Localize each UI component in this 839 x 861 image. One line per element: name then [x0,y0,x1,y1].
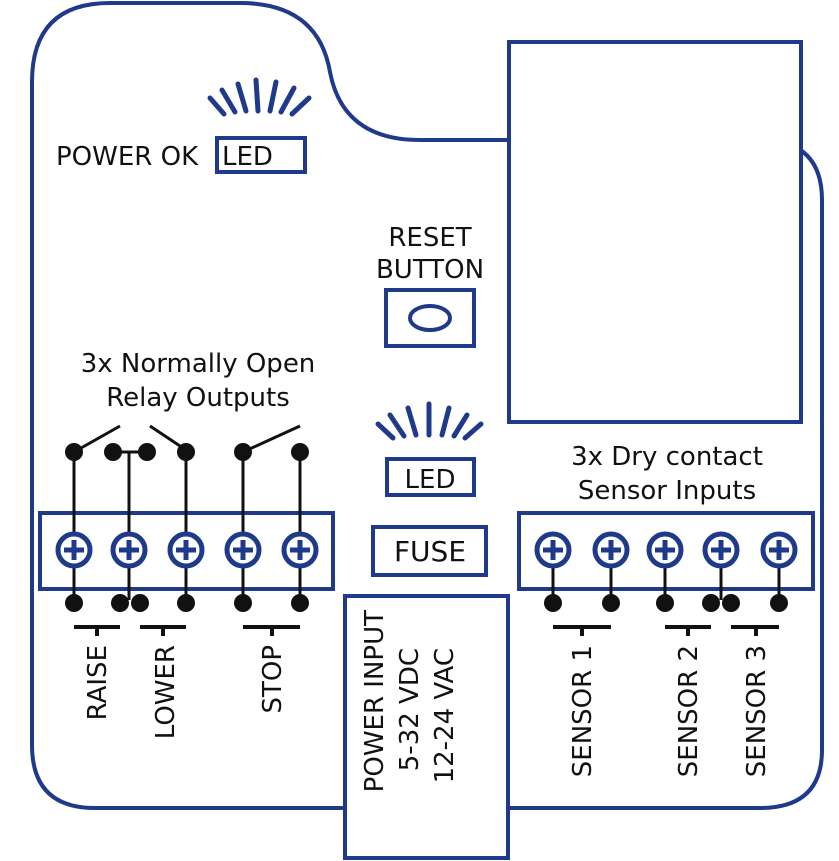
power-ok-led-label: LED [222,142,273,172]
reset-button-icon [408,304,452,332]
status-led-label: LED [405,465,456,495]
power-input-line2: 5-32 VDC [395,648,425,771]
fuse-box [371,525,488,577]
power-input-box [343,594,510,860]
power-ok-label: POWER OK [56,142,199,172]
led-rays-icon [207,77,312,117]
power-ok-led-box [215,136,307,174]
sensor-heading-line1: 3x Dry contact [571,442,763,472]
led-rays-icon [375,401,484,441]
reset-button-box [384,288,476,348]
power-input-line3: 12-24 VAC [430,648,460,783]
power-input-line1: POWER INPUT [360,610,390,792]
lower-label: LOWER [151,645,181,739]
module-box [507,40,803,424]
relay-contact-dots [65,443,309,461]
sensor3-label: SENSOR 3 [742,645,772,777]
relay-heading-line2: Relay Outputs [106,383,290,413]
screw-terminal-icon [543,540,789,560]
relay-output-dots [65,594,309,612]
fuse-label: FUSE [394,535,466,568]
raise-label: RAISE [83,645,113,720]
relay-heading-line1: 3x Normally Open [81,349,316,379]
sensor2-label: SENSOR 2 [674,645,704,777]
sensor-heading-line2: Sensor Inputs [578,476,756,506]
reset-label-line2: BUTTON [376,255,484,285]
sensor-input-brackets [553,625,779,636]
board-outline [30,0,824,810]
sensor1-label: SENSOR 1 [568,645,598,777]
relay-output-brackets [74,625,300,636]
status-led-box [385,457,476,497]
reset-label-line1: RESET [388,223,471,253]
sensor-input-dots [544,594,788,612]
stop-label: STOP [258,645,288,714]
screw-terminal-icon [64,540,310,560]
